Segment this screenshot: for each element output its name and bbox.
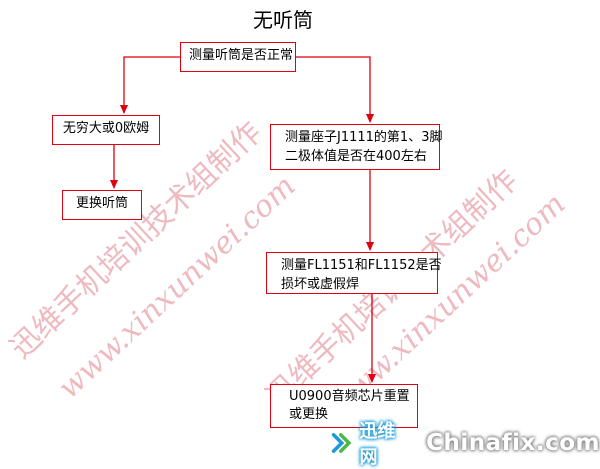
arrow-n1-to-n2 [120,56,180,114]
node-infinite-or-zero-ohm: 无穷大或0欧姆 [52,115,160,145]
node-replace-earpiece: 更换听筒 [62,190,142,220]
node-label-line1: 测量FL1151和FL1152是否 [281,258,442,273]
node-label-line2: 二极体值是否在400左右 [285,149,427,164]
node-label-line1: U0900音频芯片重置 [289,389,410,404]
logo-en-text: Chinafix.com [426,430,600,456]
node-label: 无穷大或0欧姆 [62,121,150,136]
node-check-fl1151-fl1152: 测量FL1151和FL1152是否 损坏或虚假焊 [266,252,442,294]
chinafix-logo: 迅维网 Chinafix.com [330,421,600,468]
logo-cn-text: 迅维网 [359,421,396,468]
node-test-earpiece: 测量听筒是否正常 [180,42,296,72]
node-label-line2: 损坏或虚假焊 [281,277,360,292]
diagram-title: 无听筒 [253,8,313,32]
arrow-n1-to-n3 [296,56,374,123]
node-label: 更换听筒 [75,196,128,211]
node-label-line1: 测量座子J1111的第1、3脚 [285,130,443,145]
node-measure-connector-j1111: 测量座子J1111的第1、3脚 二极体值是否在400左右 [270,124,443,170]
logo-mark-icon [331,433,352,453]
node-u0900-audio-chip: U0900音频芯片重置 或更换 [270,384,418,428]
node-label: 测量听筒是否正常 [189,48,294,63]
node-label-line2: 或更换 [289,407,329,422]
